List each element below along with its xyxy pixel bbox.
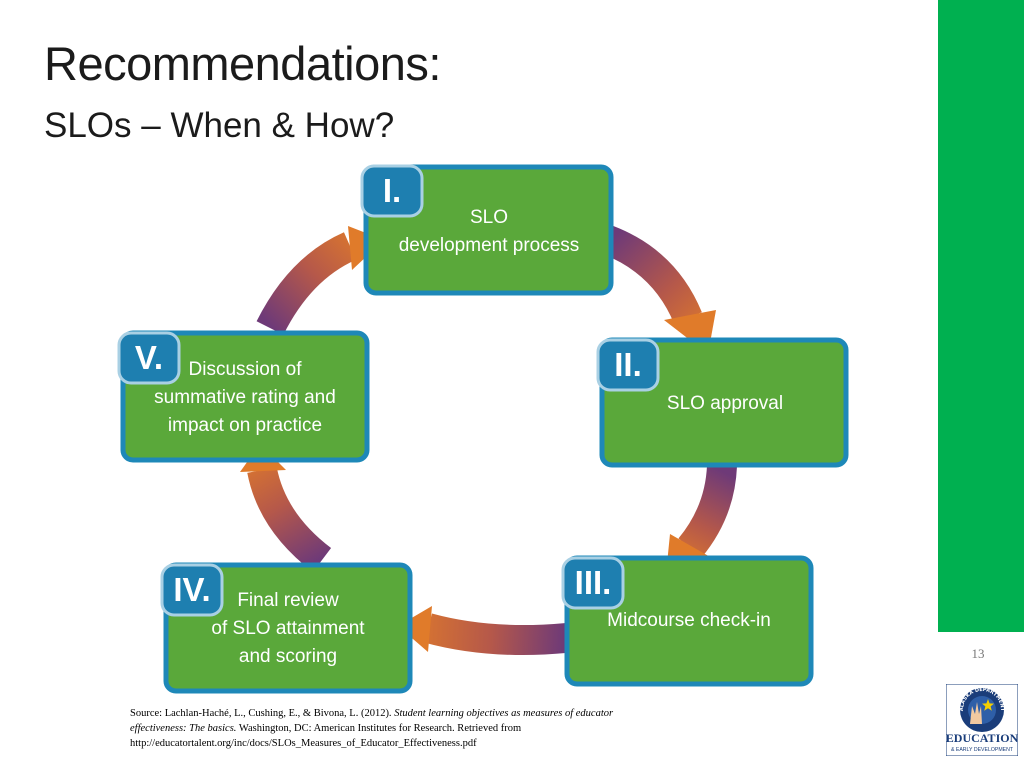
slide-subtitle: SLOs – When & How? — [44, 106, 395, 145]
step-box-iii — [561, 555, 814, 687]
arrow-iii-to-iv — [398, 606, 568, 656]
arrow-i-to-ii — [602, 226, 716, 354]
step-label-iii: Midcourse check-in — [584, 607, 794, 635]
sidebar-green-band — [938, 0, 1024, 632]
step-label-i-line-2: development process — [398, 235, 580, 256]
step-numeral-v: V. — [134, 339, 164, 376]
source-suffix: Washington, DC: American Institutes for … — [130, 723, 522, 749]
step-label-v-line-3: impact on practice — [167, 415, 323, 436]
step-numeral-ii: II. — [614, 346, 642, 383]
step-box-iv — [160, 562, 413, 694]
sidebar: 13 ALASKA DEPARTMENT EDUCATION & EARLY D… — [938, 0, 1024, 768]
slo-cycle-diagram — [117, 164, 849, 694]
step-label-iv-line-3: and scoring — [238, 646, 338, 667]
step-label-iv: Final review of SLO attainment and scori… — [178, 587, 398, 671]
source-title: Student learning objectives as measures … — [130, 708, 614, 734]
step-box-i — [360, 164, 614, 296]
page-number: 13 — [971, 646, 985, 661]
step-label-v: Discussion of summative rating and impac… — [130, 356, 360, 440]
step-label-v-line-2: summative rating and — [154, 387, 336, 408]
step-box-v — [117, 330, 370, 463]
step-label-i: SLO development process — [384, 204, 594, 260]
step-label-iv-line-1: Final review — [237, 590, 339, 611]
logo-line-1: EDUCATION — [946, 731, 1018, 745]
step-box-ii — [596, 337, 849, 468]
step-label-iv-line-2: of SLO attainment — [211, 618, 365, 639]
logo-line-2: & EARLY DEVELOPMENT — [951, 747, 1014, 753]
step-numeral-iii: III. — [574, 564, 612, 601]
source-citation: Source: Lachlan-Haché, L., Cushing, E., … — [130, 706, 670, 751]
alaska-education-logo: ALASKA DEPARTMENT EDUCATION & EARLY DEVE… — [946, 684, 1018, 756]
step-numeral-i: I. — [382, 172, 402, 209]
source-prefix: Source: Lachlan-Haché, L., Cushing, E., … — [130, 708, 395, 719]
step-numeral-iv: IV. — [173, 571, 211, 608]
slide-title: Recommendations: — [44, 37, 441, 90]
logo-star-icon — [982, 699, 994, 711]
step-label-ii: SLO approval — [620, 390, 830, 418]
step-label-iii-line-1: Midcourse check-in — [607, 610, 771, 631]
logo-hand-icon — [970, 702, 982, 724]
step-label-ii-line-1: SLO approval — [666, 393, 784, 414]
step-label-i-line-1: SLO — [469, 207, 509, 228]
step-label-v-line-1: Discussion of — [188, 359, 302, 380]
